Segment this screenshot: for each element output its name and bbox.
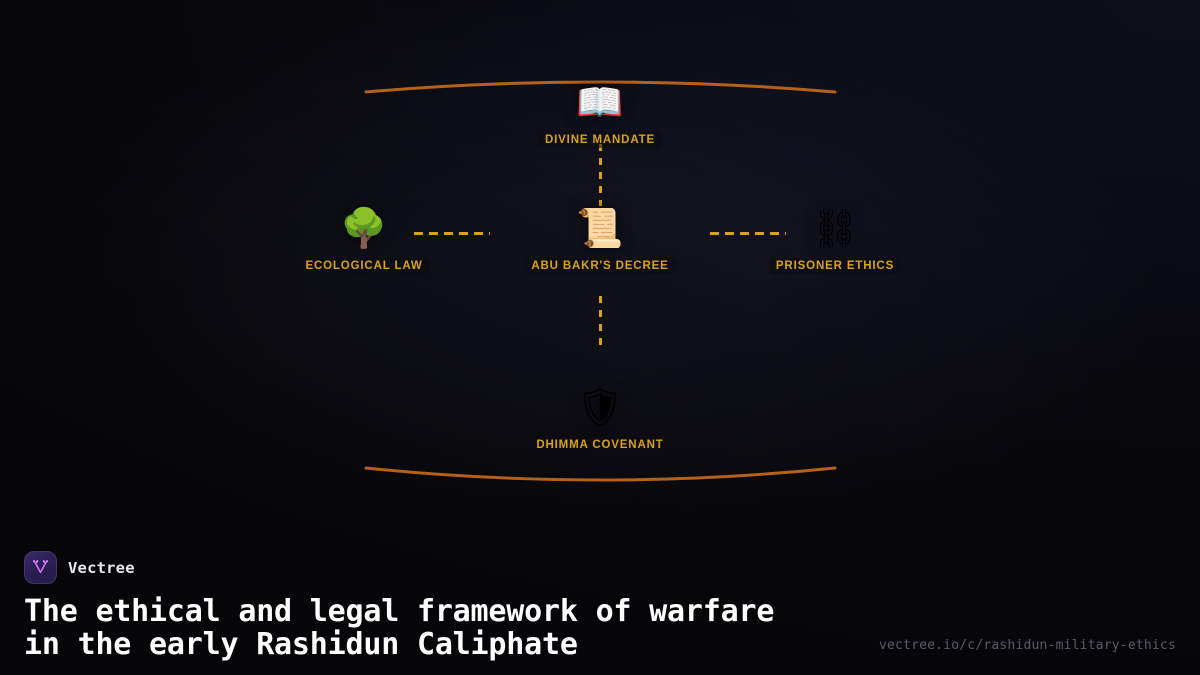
node-ecological-law[interactable]: 🌳 ECOLOGICAL LAW bbox=[244, 206, 484, 274]
node-label-dhimma-covenant: DHIMMA COVENANT bbox=[529, 437, 671, 453]
connector-decree-to-dhimma bbox=[598, 296, 602, 352]
top-arc bbox=[364, 80, 837, 94]
brand-name: Vectree bbox=[68, 558, 135, 577]
node-dhimma-covenant[interactable]: 🛡 DHIMMA COVENANT bbox=[480, 385, 720, 453]
node-label-divine-mandate: DIVINE MANDATE bbox=[537, 132, 663, 148]
page-title: The ethical and legal framework of warfa… bbox=[24, 594, 775, 662]
node-label-abu-bakrs-decree: ABU BAKR'S DECREE bbox=[524, 258, 676, 274]
node-prisoner-ethics[interactable]: ⛓ PRISONER ETHICS bbox=[715, 206, 955, 274]
scroll-icon: 📜 bbox=[576, 206, 624, 250]
footer: Vectree The ethical and legal framework … bbox=[0, 551, 1200, 675]
connector-ecological-to-decree bbox=[414, 232, 490, 235]
vectree-logo-icon bbox=[24, 551, 57, 585]
bottom-arc bbox=[364, 466, 837, 482]
site-url: vectree.io/c/rashidun-military-ethics bbox=[879, 638, 1176, 653]
brand-row[interactable]: Vectree bbox=[24, 551, 1176, 585]
connector-decree-to-prisoner bbox=[710, 232, 786, 235]
chains-icon: ⛓ bbox=[810, 206, 860, 250]
node-label-ecological-law: ECOLOGICAL LAW bbox=[298, 258, 430, 274]
tree-icon: 🌳 bbox=[340, 206, 388, 250]
node-abu-bakrs-decree[interactable]: 📜 ABU BAKR'S DECREE bbox=[480, 206, 720, 274]
node-divine-mandate[interactable]: 📖 DIVINE MANDATE bbox=[480, 80, 720, 148]
connector-divine-to-decree bbox=[598, 144, 602, 206]
open-book-icon: 📖 bbox=[576, 80, 624, 124]
node-label-prisoner-ethics: PRISONER ETHICS bbox=[768, 258, 902, 274]
shield-icon: 🛡 bbox=[575, 385, 625, 429]
